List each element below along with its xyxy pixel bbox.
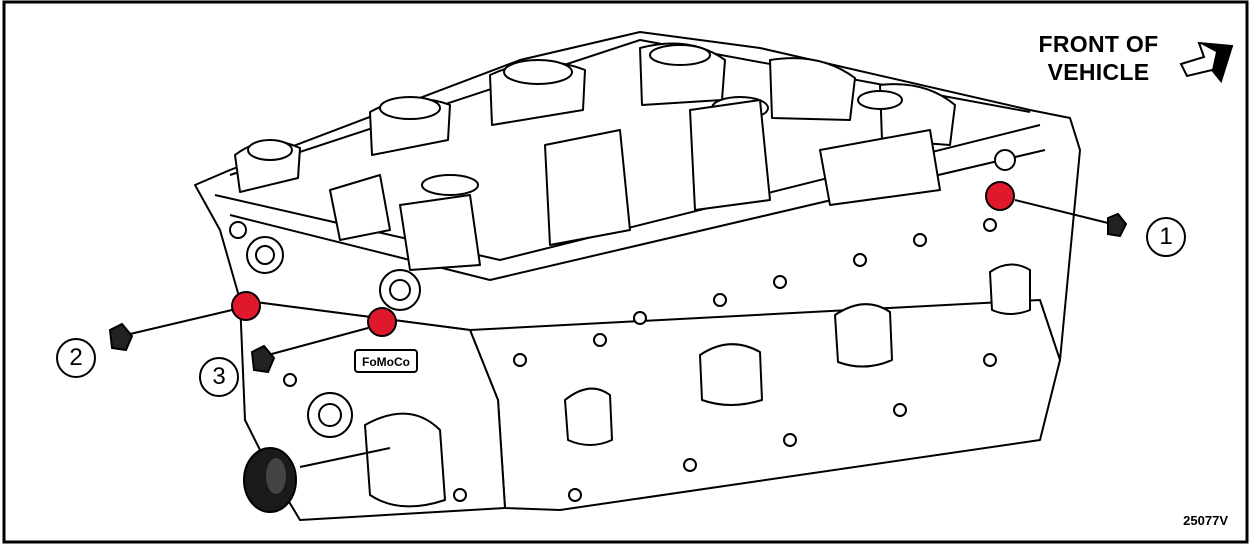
cam-plug — [243, 447, 297, 513]
callout-3: 3 — [199, 357, 239, 397]
plug-part-2 — [108, 322, 134, 352]
callout-2: 2 — [56, 338, 96, 378]
arrow-icon — [1179, 41, 1234, 84]
plug-hole-1 — [985, 181, 1015, 211]
leader-lines — [129, 199, 1109, 468]
front-of-vehicle-line1: FRONT OF — [1038, 31, 1159, 57]
plug-part-3 — [250, 344, 276, 374]
front-of-vehicle-label: FRONT OF VEHICLE — [1026, 30, 1171, 86]
figure-id: 25077V — [1183, 513, 1228, 528]
plug-locations — [231, 181, 1015, 337]
engraving-text: FoMoCo — [362, 355, 410, 369]
cylinder-head — [194, 31, 1081, 521]
engraving-plate: FoMoCo — [354, 349, 418, 373]
callout-1: 1 — [1146, 217, 1186, 257]
front-of-vehicle-line2: VEHICLE — [1047, 59, 1150, 85]
plug-part-1 — [1107, 212, 1128, 238]
plug-hole-3 — [367, 307, 397, 337]
plug-hole-2 — [231, 291, 261, 321]
